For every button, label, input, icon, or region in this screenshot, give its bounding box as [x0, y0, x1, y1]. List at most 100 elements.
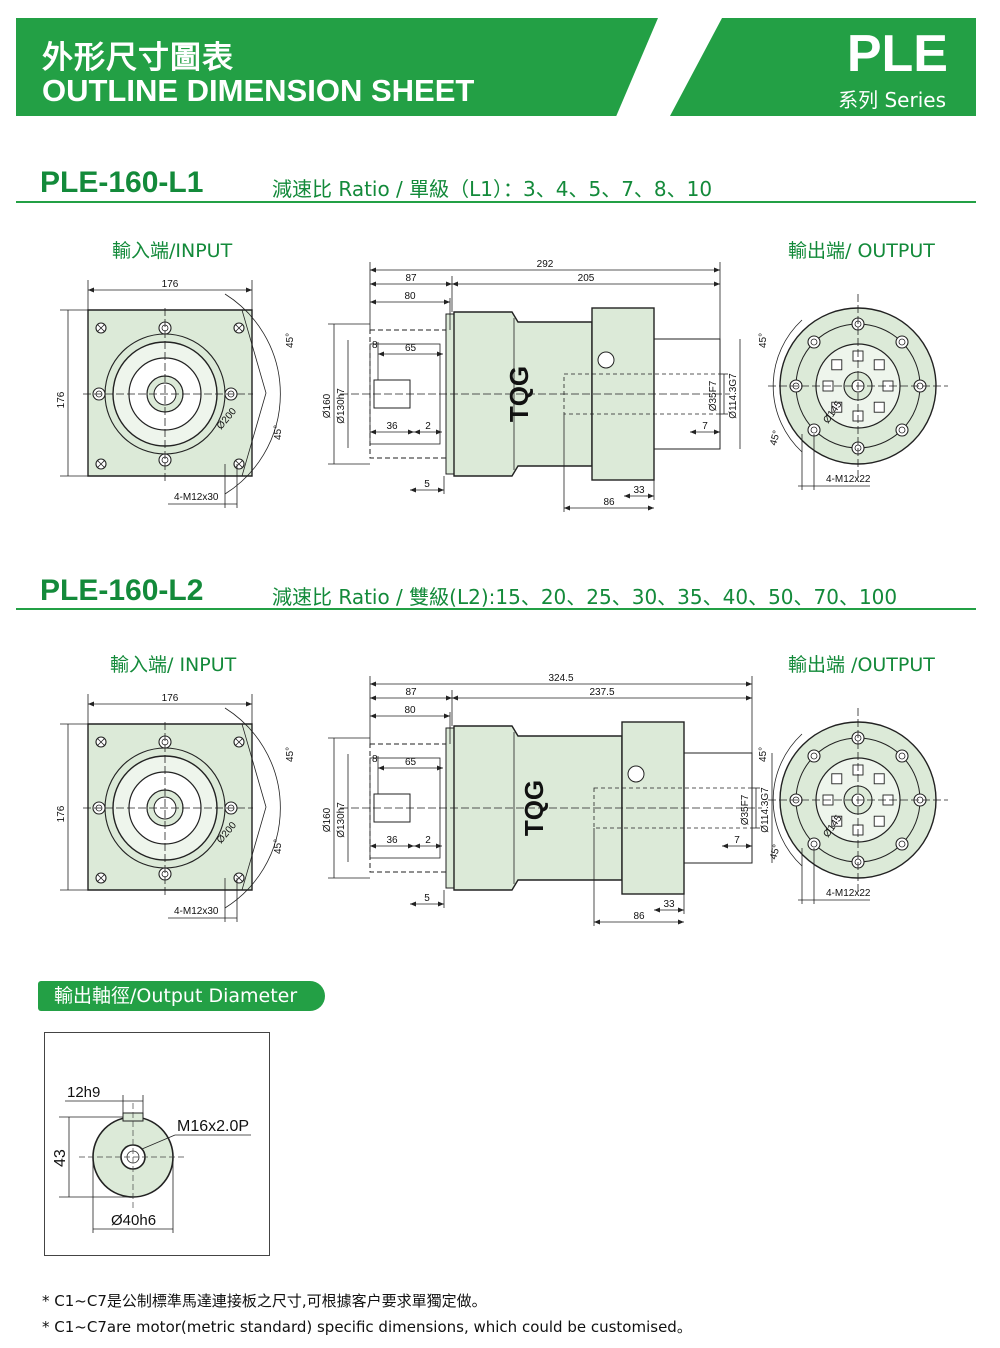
dim-arrow — [648, 493, 654, 499]
output-length-dim: 86 — [603, 497, 615, 508]
bolt-hole — [895, 837, 909, 851]
ratio-text-l2: 減速比 Ratio / 雙級(L2):15、20、25、30、35、40、50、… — [272, 585, 898, 609]
output-spigot-dim: Ø114.3G7 — [728, 373, 739, 419]
series-label: 系列 Series — [838, 88, 946, 112]
dim-arrow — [654, 907, 660, 913]
dim-arrow — [714, 281, 720, 287]
note-english: * C1~C7are motor(metric standard) specif… — [42, 1318, 692, 1336]
title-english: OUTLINE DIMENSION SHEET — [42, 73, 475, 108]
gap-dim: 2 — [425, 421, 431, 432]
angle-dim-lower: 45° — [273, 425, 284, 440]
dim-arrow — [690, 429, 696, 435]
output-shaft-dim: Ø35F7 — [740, 794, 751, 825]
bolt-hole — [895, 335, 909, 349]
adapter-length-dim: 87 — [405, 273, 417, 284]
output-angle-lower: 45° — [768, 843, 783, 860]
dim-arrow — [88, 701, 94, 707]
dim-arrow — [438, 901, 444, 907]
dim-arrow — [437, 765, 443, 771]
flange-bevel — [241, 723, 267, 891]
input-height-dim: 176 — [56, 391, 67, 408]
total-length-dim: 324.5 — [548, 673, 573, 684]
key-offset-dim: 7 — [734, 835, 740, 846]
output-pocket — [873, 401, 885, 413]
series-code: PLE — [846, 25, 948, 83]
dim-arrow — [370, 281, 376, 287]
dim-arrow — [624, 493, 630, 499]
model-title-l2: PLE-160-L2 — [40, 574, 204, 607]
angle-dim-upper: 45° — [285, 333, 296, 348]
output-pocket — [873, 815, 885, 827]
dim-arrow — [370, 429, 376, 435]
dim-arrow — [714, 429, 720, 435]
input-screw-dim: 4-M12x30 — [174, 906, 219, 917]
key-offset-dim: 7 — [702, 421, 708, 432]
gap-dim: 2 — [425, 835, 431, 846]
bolt-hole-inner — [810, 752, 818, 760]
screw-cross — [235, 324, 243, 332]
dim-arrow — [370, 681, 376, 687]
output-pocket — [831, 815, 843, 827]
dim-arrow — [746, 695, 752, 701]
dim-arrow — [746, 681, 752, 687]
dim-arrow — [678, 907, 684, 913]
output-pocket — [831, 401, 843, 413]
dim-arrow — [446, 695, 452, 701]
flange-hole — [627, 765, 645, 783]
model-title-l1: PLE-160-L1 — [40, 166, 204, 199]
angle-dim-upper: 45° — [285, 747, 296, 762]
dim-arrow — [438, 487, 444, 493]
dim-arrow — [370, 267, 376, 273]
flange-hole — [597, 351, 615, 369]
dim-arrow — [246, 287, 252, 293]
shaft-hole-depth-dim: 65 — [405, 757, 417, 768]
dim-arrow — [722, 843, 728, 849]
output-angle-arc — [772, 319, 803, 453]
angle-arc — [224, 707, 281, 909]
input-screw-dim: 4-M12x30 — [174, 492, 219, 503]
bolt-hole-inner — [898, 338, 906, 346]
spigot-diameter-dim: Ø130h7 — [336, 388, 347, 424]
output-pocket — [831, 773, 843, 785]
dim-arrow — [408, 429, 414, 435]
bolt-hole — [807, 335, 821, 349]
plate-thickness-dim: 5 — [424, 893, 430, 904]
dim-arrow — [414, 843, 420, 849]
body-length-dim: 205 — [578, 273, 595, 284]
input-label-l1: 輸入端/INPUT — [112, 240, 233, 262]
angle-arc — [224, 293, 281, 495]
dim-arrow — [452, 281, 458, 287]
flange-offset-dim: 33 — [663, 899, 675, 910]
ratio-text-l1: 減速比 Ratio / 單級（L1）：3、4、5、7、8、10 — [272, 177, 713, 201]
input-label-l2: 輸入端/ INPUT — [110, 654, 237, 676]
dim-arrow — [410, 901, 416, 907]
output-diameter-label: 輸出軸徑/Output Diameter — [38, 981, 325, 1011]
output-angle-upper: 45° — [758, 747, 769, 762]
output-screw-dim: 4-M12x22 — [826, 474, 871, 485]
dim-arrow — [678, 919, 684, 925]
dim-arrow — [444, 713, 450, 719]
dim-arrow — [408, 843, 414, 849]
screw-cross — [97, 738, 105, 746]
shaft-section-drawing: 12h9 43 M16x2.0P Ø40h6 — [52, 1084, 251, 1233]
output-label-l1: 輸出端/ OUTPUT — [788, 240, 935, 262]
spigot-dim: 8 — [372, 754, 378, 765]
dim-arrow — [414, 429, 420, 435]
section-divider — [16, 201, 976, 203]
diameter-dim: Ø40h6 — [111, 1212, 156, 1229]
screw-cross — [97, 324, 105, 332]
output-angle-upper: 45° — [758, 333, 769, 348]
output-length-dim: 86 — [633, 911, 645, 922]
dim-arrow — [594, 919, 600, 925]
adapter-depth-dim: 80 — [404, 705, 416, 716]
flange-diameter-dim: Ø160 — [322, 393, 333, 418]
series-banner — [670, 18, 976, 116]
note-chinese: * C1~C7是公制標準馬達連接板之尺寸,可根據客户要求單獨定做。 — [42, 1292, 487, 1310]
adapter-depth-dim: 80 — [404, 291, 416, 302]
dim-arrow — [446, 281, 452, 287]
dim-arrow — [410, 487, 416, 493]
dim-arrow — [370, 695, 376, 701]
dim-arrow — [714, 267, 720, 273]
dim-arrow — [436, 429, 442, 435]
